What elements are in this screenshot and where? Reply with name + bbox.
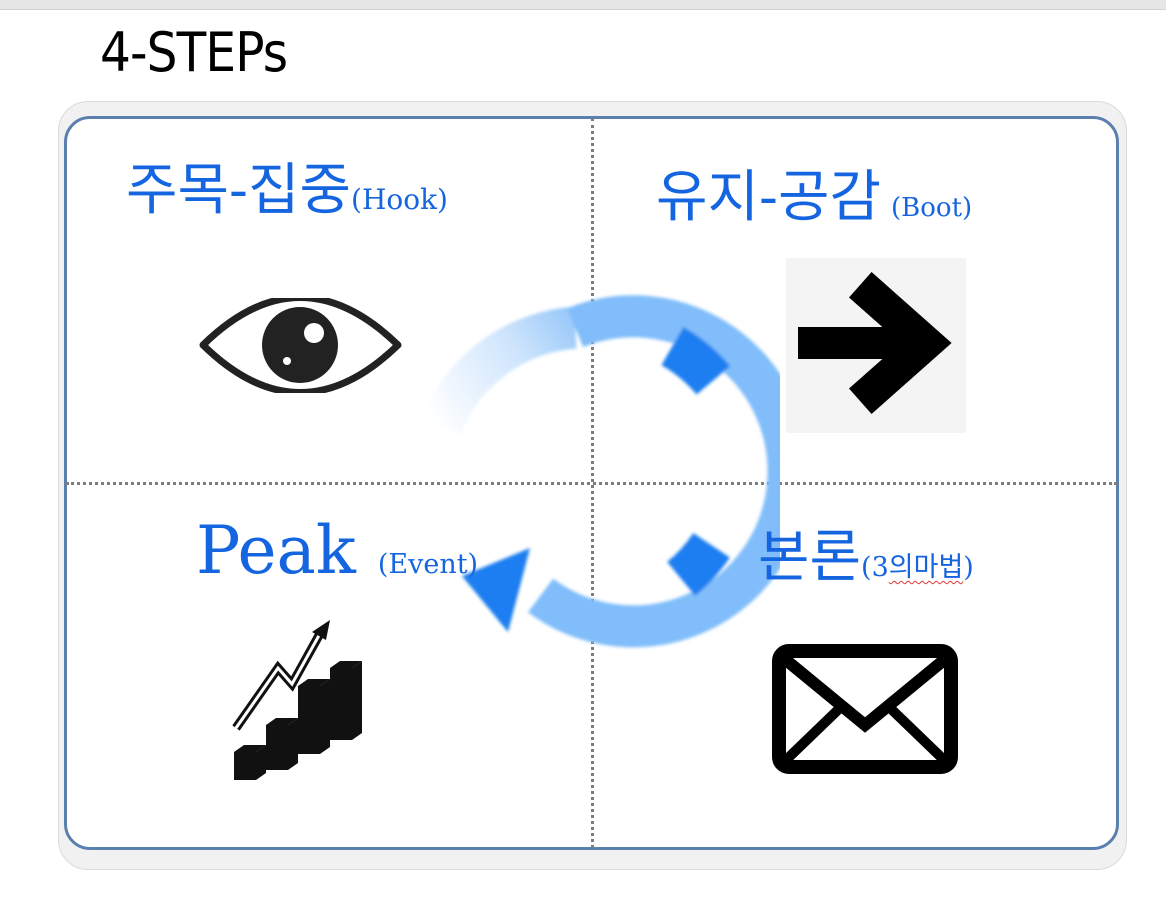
- heading-event: Peak(Event): [196, 518, 478, 584]
- heading-main-body-sub-prefix: (3: [861, 552, 889, 583]
- heading-main-body: 본론(3의마법): [758, 530, 974, 586]
- heading-hook-sub: (Hook): [351, 183, 448, 216]
- horizontal-divider: [66, 482, 1117, 485]
- window-top-strip: [0, 0, 1166, 10]
- envelope-icon: [772, 644, 958, 774]
- page-title: 4-STEPs: [100, 21, 288, 84]
- heading-hook-main: 주목-집중: [126, 158, 352, 223]
- heading-hook: 주목-집중(Hook): [126, 163, 448, 219]
- heading-event-sub: (Event): [377, 549, 479, 580]
- heading-boot-sub: (Boot): [891, 193, 973, 223]
- heading-boot-main: 유지-공감: [656, 165, 882, 230]
- heading-boot: 유지-공감(Boot): [656, 170, 972, 226]
- eye-icon: [199, 298, 402, 393]
- heading-event-main: Peak: [196, 512, 356, 589]
- circular-arrow-icon: [421, 295, 780, 648]
- heading-main-body-sub-underlined: 의마법: [888, 552, 964, 583]
- arrow-right-icon: [786, 258, 966, 433]
- heading-main-body-sub: (3의마법): [861, 552, 974, 583]
- heading-main-body-sub-suffix: ): [963, 552, 974, 583]
- growth-chart-icon: [232, 620, 362, 780]
- heading-main-body-main: 본론: [758, 525, 862, 590]
